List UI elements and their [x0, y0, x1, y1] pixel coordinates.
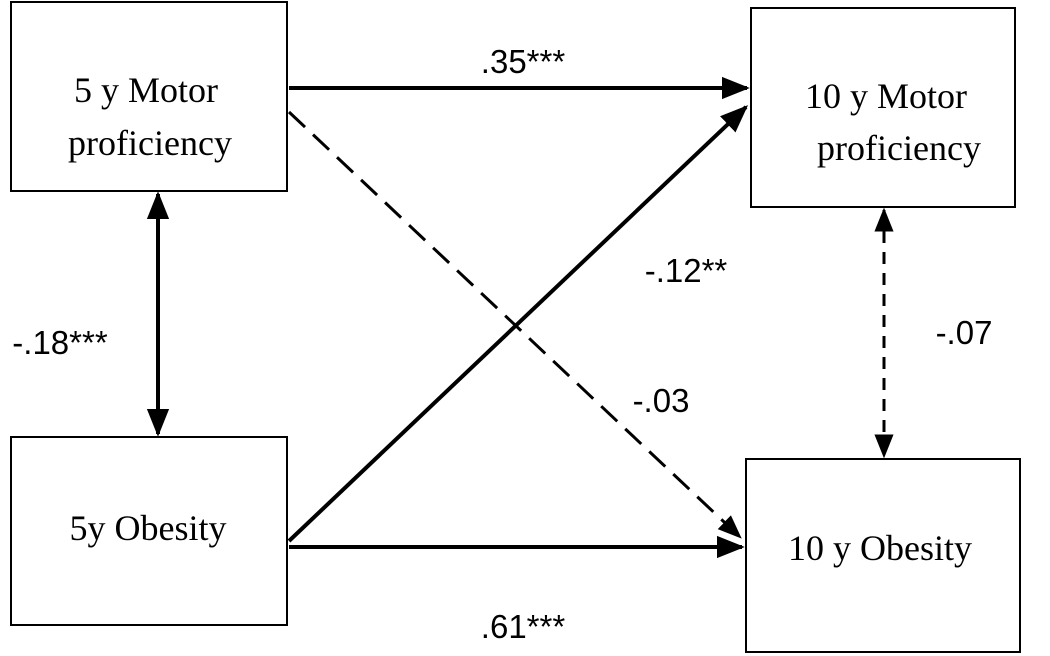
path-obesity5-to-motor10	[287, 105, 749, 543]
node-5y-motor-line1: 5 y Motor	[74, 70, 218, 110]
coef-motor5-to-obesity10: -.03	[633, 382, 690, 419]
node-10y-motor-line2: proficiency	[817, 128, 981, 168]
coef-motor10-obesity10: -.07	[936, 314, 993, 351]
node-5y-obesity-label: 5y Obesity	[70, 508, 227, 548]
path-motor5-to-obesity10	[287, 110, 742, 539]
node-10y-obesity-label: 10 y Obesity	[788, 528, 972, 568]
node-10y-motor-line1: 10 y Motor	[805, 76, 967, 116]
node-5y-motor-line2: proficiency	[68, 123, 232, 163]
node-10y-obesity-box	[745, 458, 1021, 653]
node-10y-motor-box	[750, 7, 1016, 208]
coef-obesity5-to-obesity10: .61***	[481, 608, 566, 645]
node-5y-motor-proficiency: 5 y Motor proficiency	[10, 1, 288, 192]
node-5y-motor-box	[10, 1, 288, 192]
node-5y-obesity-box	[10, 436, 288, 626]
coef-obesity5-to-motor10: -.12**	[645, 252, 728, 289]
node-10y-obesity: 10 y Obesity	[745, 458, 1021, 653]
coef-motor5-obesity5: -.18***	[12, 324, 108, 361]
coef-motor5-to-motor10: .35***	[481, 43, 566, 80]
node-5y-obesity: 5y Obesity	[10, 436, 288, 626]
node-10y-motor-proficiency: 10 y Motor proficiency	[750, 7, 1016, 208]
